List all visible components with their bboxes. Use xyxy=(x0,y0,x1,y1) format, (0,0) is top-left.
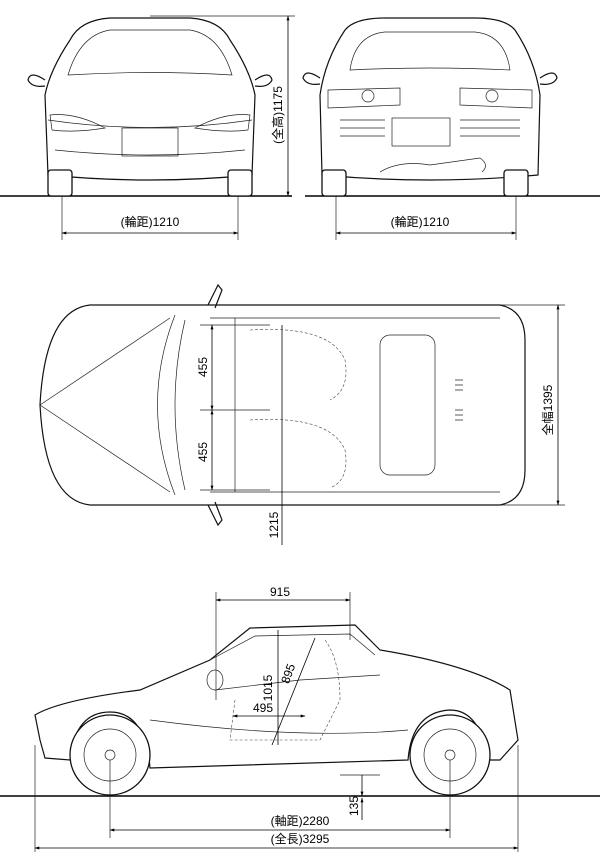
top-view: 455 455 1215 全幅1395 xyxy=(39,283,565,545)
overall-height-label: (全高)1175 xyxy=(270,86,285,144)
seat-diagonal-label: 895 xyxy=(278,662,298,686)
front-track-label: (輪距)1210 xyxy=(121,214,180,229)
rear-track-label: (輪距)1210 xyxy=(391,214,450,229)
overall-width-label: 全幅1395 xyxy=(540,384,555,435)
side-view: 915 1015 895 495 135 (軸距)2280 (全長)3295 xyxy=(0,585,600,852)
seat-x-label: 495 xyxy=(253,701,273,715)
seat-offset-label-1: 455 xyxy=(196,357,210,377)
overall-length-label: (全長)3295 xyxy=(271,831,330,846)
seat-offset-label-2: 455 xyxy=(196,442,210,462)
ground-clearance-label: 135 xyxy=(347,796,361,816)
seat-height-label: 1015 xyxy=(261,674,275,701)
rear-view: (輪距)1210 xyxy=(302,17,600,240)
seat-position-label: 1215 xyxy=(267,511,281,538)
front-view: (輪距)1210 (全高)1175 xyxy=(0,15,295,240)
wheelbase-label: (軸距)2280 xyxy=(271,814,330,828)
roof-length-label: 915 xyxy=(270,585,290,599)
